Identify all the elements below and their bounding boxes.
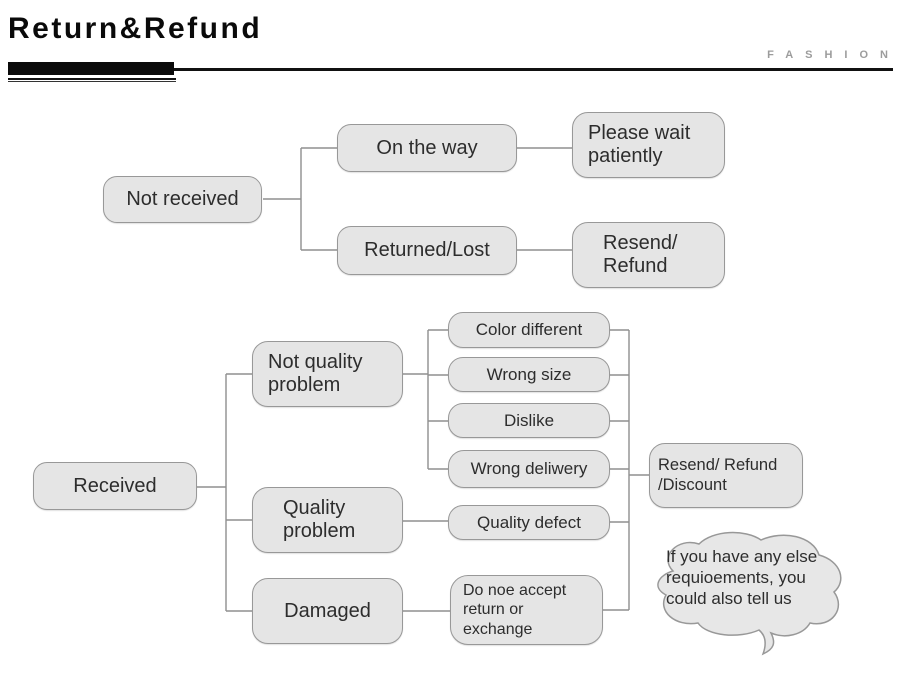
node-quality-defect: Quality defect [448, 505, 610, 540]
node-quality-problem: Quality problem [252, 487, 403, 553]
header-rule [174, 68, 893, 71]
node-dislike: Dislike [448, 403, 610, 438]
node-resend-refund: Resend/ Refund [572, 222, 725, 288]
node-not-received: Not received [103, 176, 262, 223]
node-not-quality-problem: Not quality problem [252, 341, 403, 407]
node-returned-lost: Returned/Lost [337, 226, 517, 275]
node-received: Received [33, 462, 197, 510]
node-wrong-size: Wrong size [448, 357, 610, 392]
title-underline-thick [8, 62, 174, 75]
speech-bubble: If you have any else requioements, you c… [643, 531, 855, 657]
title-underline-thin-2 [8, 81, 176, 82]
node-color-different: Color different [448, 312, 610, 348]
node-do-not-accept: Do noe accept return or exchange [450, 575, 603, 645]
node-on-the-way: On the way [337, 124, 517, 172]
title-underline-thin-1 [8, 78, 176, 80]
node-damaged: Damaged [252, 578, 403, 644]
speech-bubble-shape [657, 531, 842, 656]
brand-label: FASHION [767, 49, 900, 61]
speech-bubble-text: If you have any else requioements, you c… [666, 547, 818, 608]
node-wrong-delivery: Wrong deliwery [448, 450, 610, 488]
page-title: Return&Refund [8, 12, 263, 45]
node-please-wait-patiently: Please wait patiently [572, 112, 725, 178]
node-resend-refund-discount: Resend/ Refund /Discount [649, 443, 803, 508]
